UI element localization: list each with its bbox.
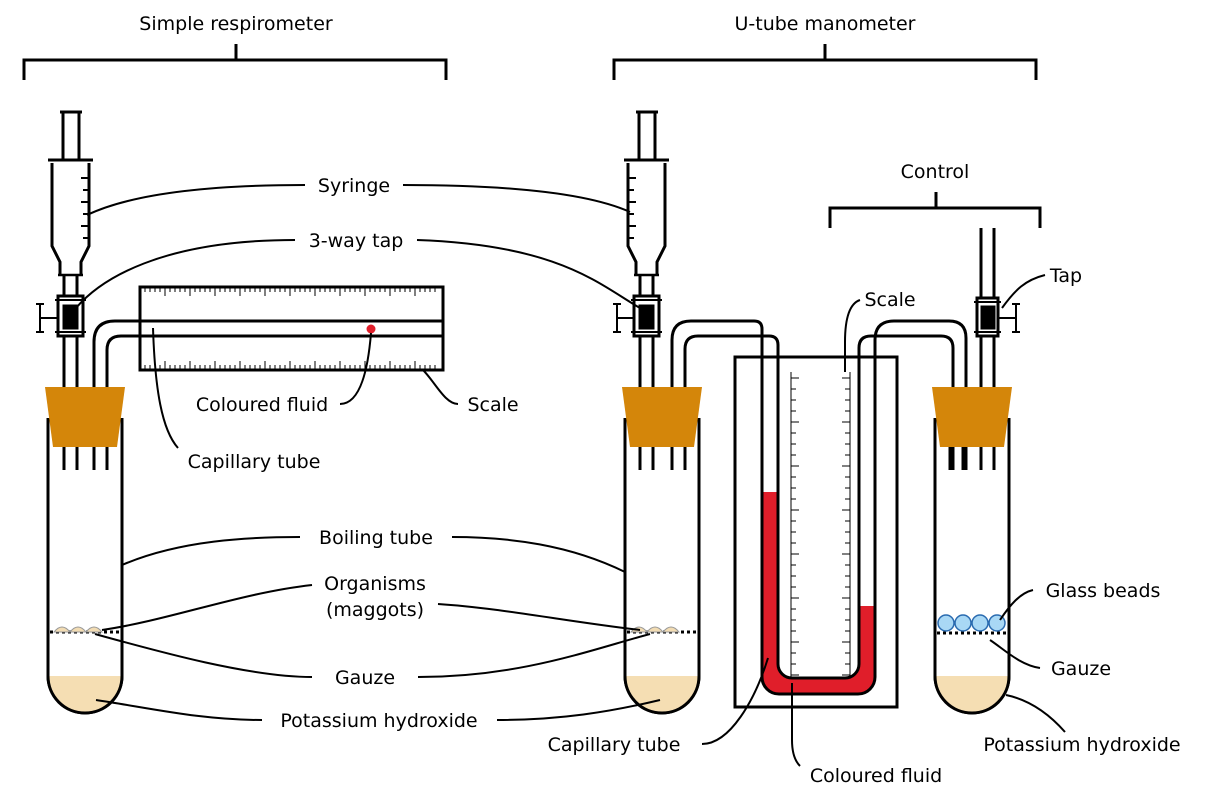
heading-simple-respirometer: Simple respirometer [139,13,333,35]
middle-scale-box [733,355,899,709]
manometer-scale [790,372,851,678]
u-tube-fluid [762,492,875,694]
left-syringe-tube [62,275,79,470]
label-gauze-right: Gauze [1051,658,1111,680]
label-coloured-fluid-bottom: Coloured fluid [810,765,942,787]
label-boiling-tube: Boiling tube [319,527,433,549]
leader-lines [75,184,1066,767]
label-maggots: (maggots) [326,599,424,621]
heading-u-tube-manometer: U-tube manometer [734,13,915,35]
left-scale-ticks-top [144,287,436,296]
left-syringe-graduations [81,177,89,239]
left-koh [49,676,121,712]
label-capillary-tube-bottom: Capillary tube [548,734,681,756]
middle-tube-ends [638,447,687,470]
right-bung [932,387,1012,447]
glass-beads [937,614,1006,632]
label-glass-beads: Glass beads [1046,580,1161,602]
label-tap: Tap [1049,265,1082,287]
label-potassium-hydroxide-center: Potassium hydroxide [280,710,477,732]
text-labels: Simple respirometer U-tube manometer Con… [139,13,1180,787]
label-three-way-tap: 3-way tap [309,230,404,252]
left-bung [45,387,125,447]
control-bracket [828,192,1042,228]
middle-three-way-tap [613,294,662,338]
label-scale-middle: Scale [864,289,915,311]
label-capillary-tube-left: Capillary tube [188,451,321,473]
left-scale-ticks-bottom [144,361,436,370]
left-scale [138,285,445,372]
right-tube-ends [948,447,996,470]
control-tube [979,228,996,470]
label-potassium-hydroxide-right: Potassium hydroxide [983,734,1180,756]
left-tube-ends [62,447,109,470]
label-coloured-fluid-left: Coloured fluid [196,394,328,416]
left-boiling-tube [46,418,124,715]
middle-syringe [624,110,669,277]
right-boiling-tube [933,418,1011,715]
middle-bung [622,387,702,447]
u-tube-manometer-bracket [612,44,1038,80]
middle-syringe-tube [638,275,655,470]
right-koh [936,676,1008,712]
left-three-way-tap [36,294,86,338]
left-syringe [48,110,93,277]
middle-koh [626,676,698,712]
left-maggots [52,626,104,633]
label-syringe: Syringe [318,175,390,197]
left-capillary-tube [92,319,443,470]
label-scale-left: Scale [467,394,518,416]
label-gauze-center: Gauze [335,667,395,689]
u-tube [670,319,968,696]
middle-boiling-tube [623,418,701,715]
label-organisms: Organisms [324,573,426,595]
middle-syringe-graduations [628,177,636,239]
control-tap [974,296,1020,338]
simple-respirometer-bracket [22,44,448,80]
heading-control: Control [901,161,970,183]
